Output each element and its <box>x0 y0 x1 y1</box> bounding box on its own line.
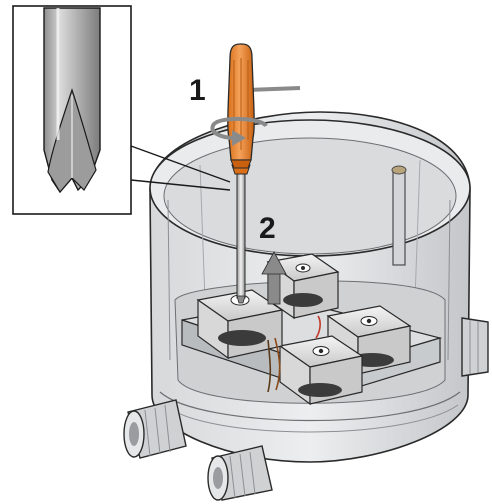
outlet-connector <box>207 445 273 501</box>
rotate-arrow-icon <box>210 117 268 146</box>
phillips-screwdriver <box>227 43 255 304</box>
phillips-screwdriver-tip-icon <box>43 7 101 194</box>
step-1-label: 1 <box>189 74 206 107</box>
side-connector <box>461 317 489 377</box>
sensor-cables <box>267 315 321 393</box>
up-arrow-icon <box>261 251 287 305</box>
sensor-module <box>278 335 364 406</box>
inlet-connector <box>123 399 187 459</box>
step-2-label: 2 <box>259 212 276 245</box>
detail-inset <box>12 5 132 215</box>
